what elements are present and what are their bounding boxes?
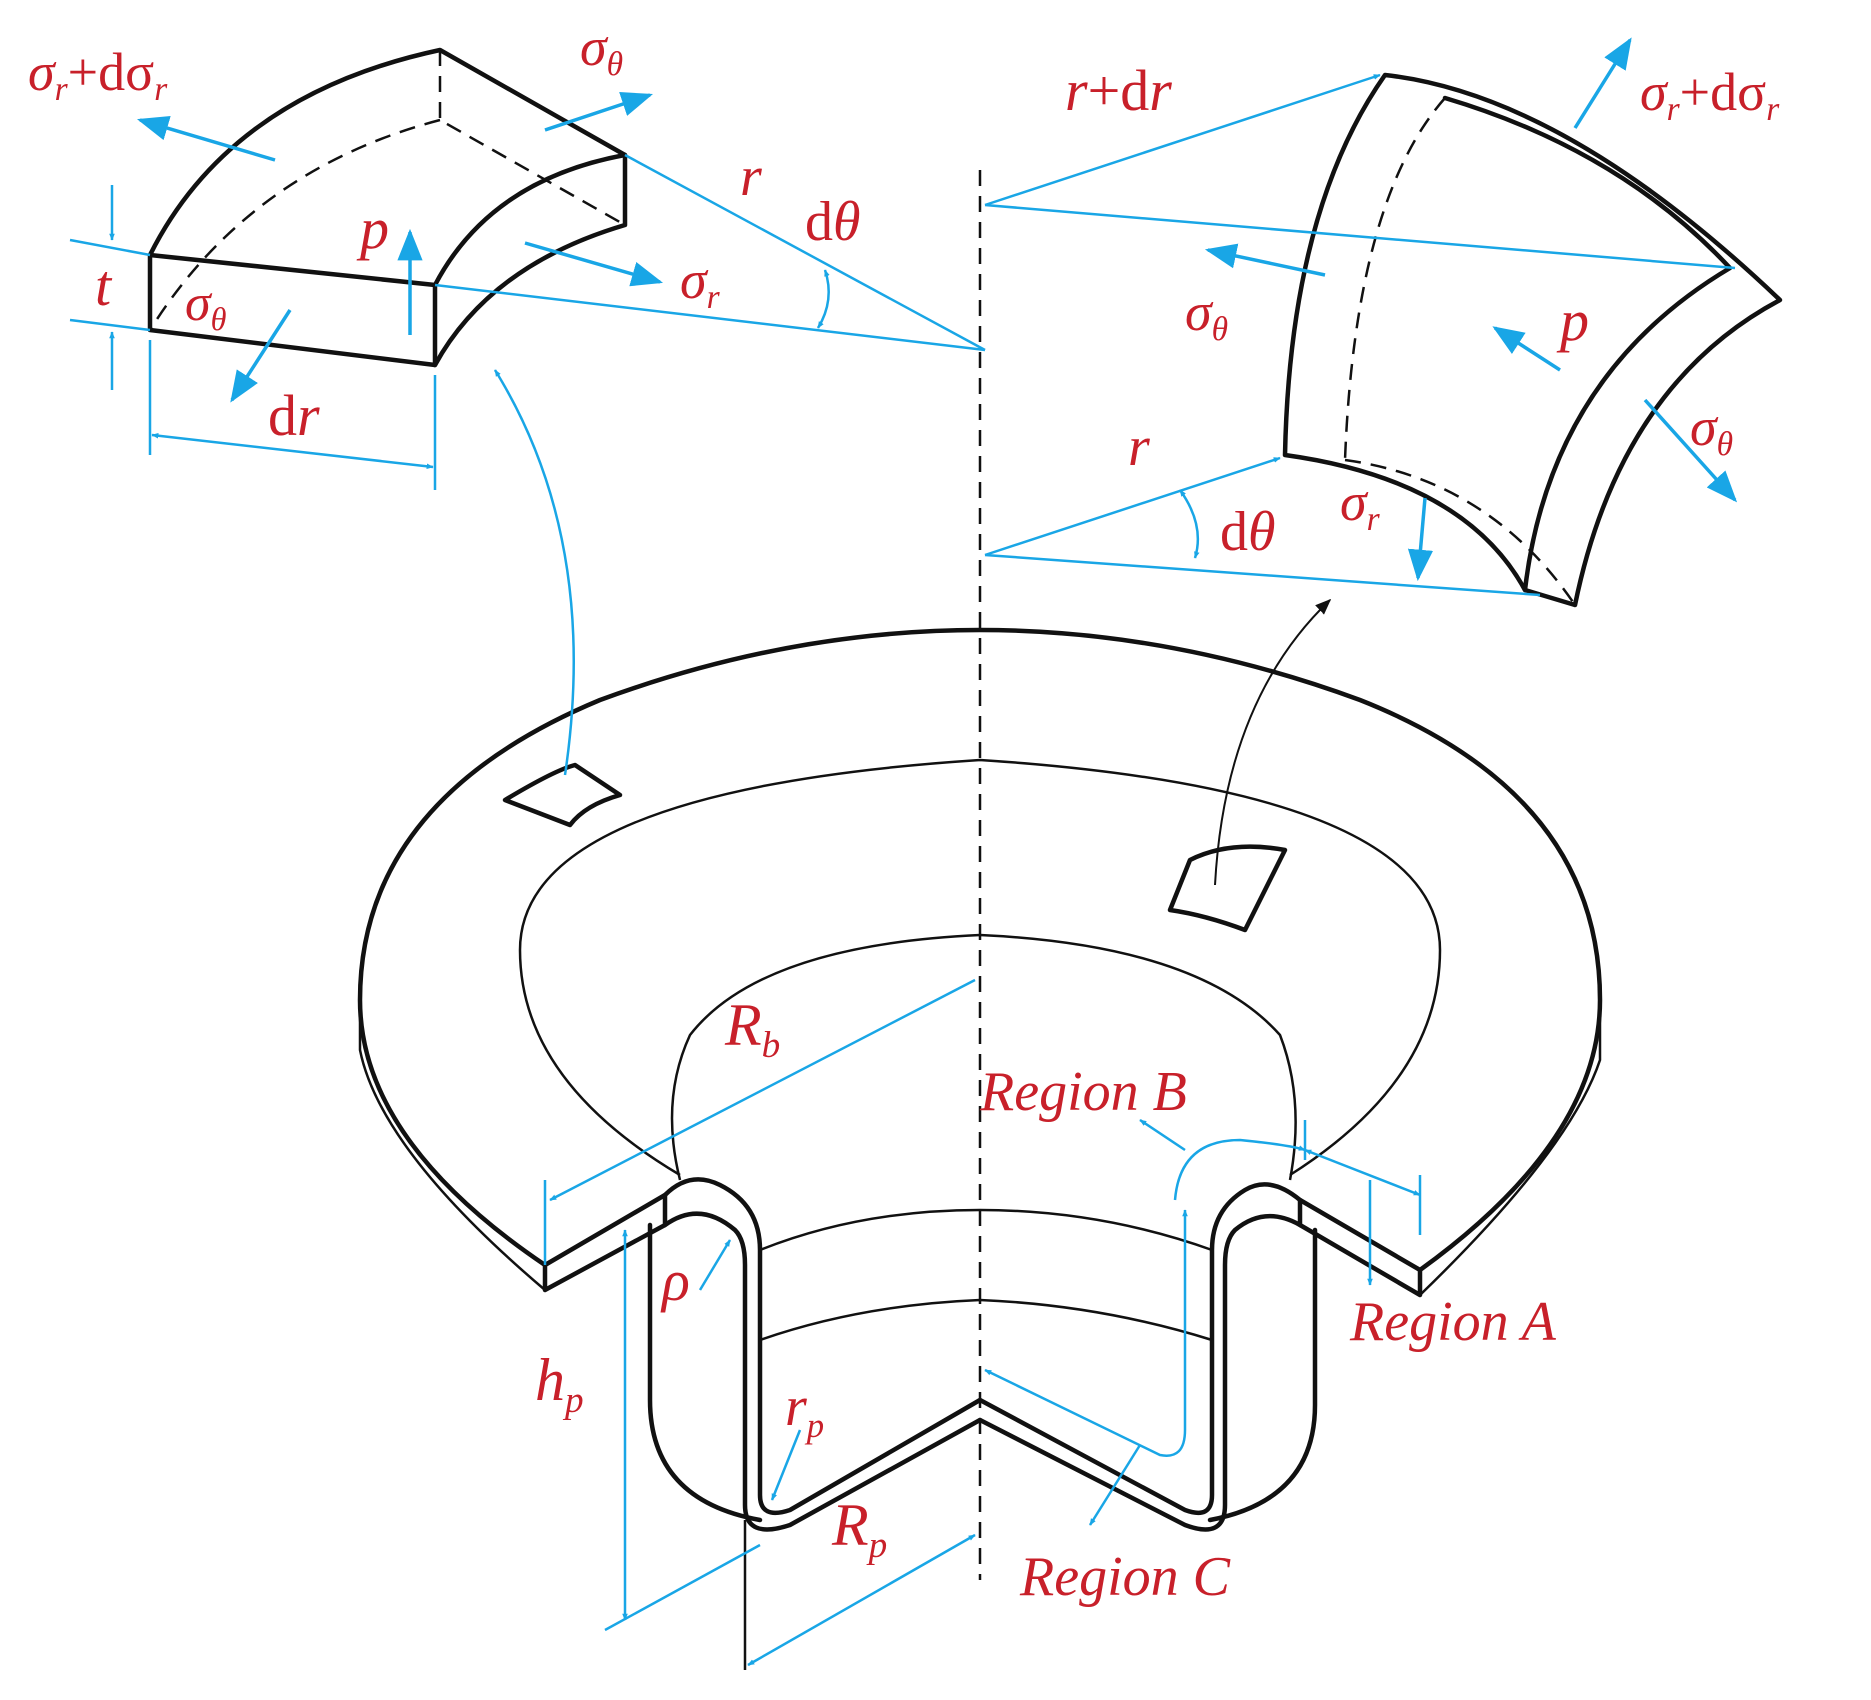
sr-plus-arrow-right xyxy=(1573,37,1632,129)
label-rho: ρ xyxy=(660,1248,690,1313)
left-flange-element xyxy=(147,47,628,368)
right-element-annotations xyxy=(984,37,1738,597)
label-rp: rp xyxy=(785,1376,824,1445)
left-element-labels: σr+dσr σθ r dθ p σr t σθ dr xyxy=(28,17,861,448)
label-stheta-mid-right: σθ xyxy=(1185,282,1228,348)
left-element-annotations xyxy=(69,92,986,490)
label-region-b: Region B xyxy=(979,1061,1187,1123)
stheta-arrow-right xyxy=(1643,398,1738,503)
label-stheta-left: σθ xyxy=(185,275,227,337)
sr-arrow-left xyxy=(524,241,664,287)
label-Rp: Rp xyxy=(831,1492,887,1566)
label-region-c: Region C xyxy=(1019,1546,1231,1608)
label-r-left: r xyxy=(740,146,762,208)
label-r-plus-dr: r+dr xyxy=(1065,58,1172,123)
label-dr: dr xyxy=(268,383,320,448)
label-t: t xyxy=(95,253,113,318)
label-p-right: p xyxy=(1556,288,1589,353)
stheta-arrow-mid-right xyxy=(1204,243,1326,277)
stheta-arrow-bottom-left xyxy=(230,309,292,403)
label-r-right: r xyxy=(1128,416,1150,478)
p-arrow-right xyxy=(1492,326,1561,372)
label-p-left: p xyxy=(356,196,389,261)
label-sr-plus-dsr-left: σr+dσr xyxy=(28,42,168,108)
drawn-part xyxy=(357,627,1603,1670)
sr-plus-arrow-left xyxy=(136,115,276,162)
label-dtheta-left: dθ xyxy=(805,191,861,253)
label-stheta-top-left: σθ xyxy=(580,17,623,83)
label-region-a: Region A xyxy=(1349,1291,1557,1353)
part-labels: Rb Region B Region A Region C ρ hp rp Rp xyxy=(535,992,1557,1608)
label-hp: hp xyxy=(535,1347,584,1421)
label-sr-left: σr xyxy=(680,250,721,316)
label-dtheta-right: dθ xyxy=(1220,501,1276,563)
right-element-labels: r+dr σr+dσr σθ p σθ r dθ σr xyxy=(1065,58,1780,563)
label-sr-right: σr xyxy=(1340,472,1381,538)
stheta-arrow-top-left xyxy=(544,92,653,132)
label-sr-plus-dsr-right: σr+dσr xyxy=(1640,62,1780,128)
sr-arrow-right xyxy=(1407,497,1434,582)
part-annotations xyxy=(493,369,1422,1667)
label-Rb: Rb xyxy=(724,992,780,1066)
label-stheta-right: σθ xyxy=(1690,397,1733,463)
